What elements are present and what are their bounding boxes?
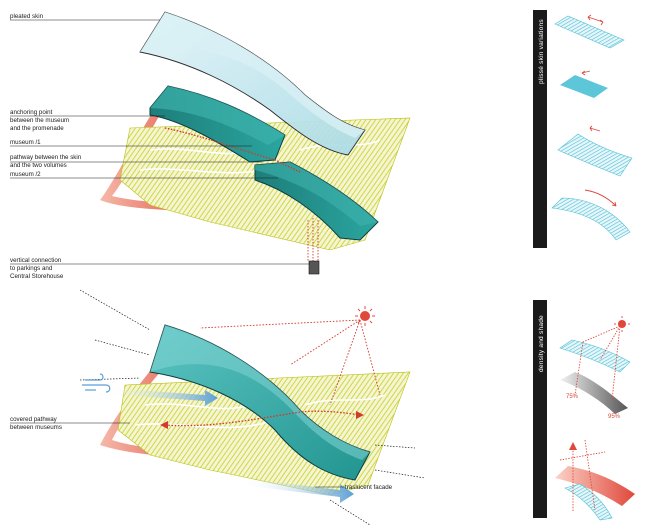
percent-b: 95% <box>608 414 621 420</box>
sun-icon-side <box>614 316 630 332</box>
skin-variation-4 <box>551 197 631 241</box>
wind-lines-bottom <box>79 289 426 526</box>
museum-volume-1-top <box>150 86 285 145</box>
arrow-variation-2 <box>581 70 591 76</box>
arrow-variation-3 <box>589 125 601 132</box>
wind-arrow-1 <box>105 388 218 406</box>
landscape-paths-bottom <box>134 394 386 429</box>
label-anchoring-2: between the museum <box>10 117 69 124</box>
side-title-bottom: density and shade <box>538 315 545 372</box>
shade-band-lower-cyan <box>564 483 613 521</box>
label-translucent: traslucent facade <box>345 484 393 491</box>
museum-volume-2-top <box>255 162 378 226</box>
shade-band-grey <box>560 372 628 414</box>
arrowhead-right <box>356 411 364 419</box>
pleated-skin-top <box>140 12 365 138</box>
arrow-up-side <box>569 442 577 450</box>
arrowhead-left <box>160 421 168 429</box>
percent-a: 75% <box>566 394 579 400</box>
leader-lines-top <box>10 19 310 265</box>
side-panel-skin-variations: plissé skin variations <box>533 10 633 248</box>
side-bar-bottom <box>533 300 547 518</box>
top-diagram: pleated skin anchoring point between the… <box>10 11 411 280</box>
leader-lines-bottom <box>10 422 345 488</box>
label-pathway-1: pathway between the skin <box>10 154 82 161</box>
label-anchoring-3: and the promenade <box>10 125 64 132</box>
shade-band-cyan <box>559 339 631 373</box>
label-museum-1: museum /1 <box>10 139 41 146</box>
label-covered-1: covered pathway <box>10 416 58 423</box>
side-title-top: plissé skin variations <box>538 19 545 84</box>
covered-pathway-arrow <box>164 410 361 427</box>
pathway-dotted-top <box>164 127 301 173</box>
moon-icon <box>615 440 624 450</box>
wind-icon <box>82 373 111 393</box>
sun-icon <box>355 306 375 326</box>
side-bar-top <box>533 10 547 248</box>
label-museum-2: museum /2 <box>10 171 41 178</box>
wind-arrow-2 <box>240 478 354 503</box>
sun-rays-bottom <box>199 319 381 406</box>
label-vertical-2: to parkings and <box>10 265 53 272</box>
vertical-arrows-side <box>559 439 606 512</box>
arrow-variation-1 <box>587 14 604 26</box>
arrow-variation-4 <box>584 189 617 207</box>
bottom-diagram: covered pathway between museums trasluce… <box>10 289 426 526</box>
skin-variation-2 <box>560 75 608 98</box>
label-pathway-2: and the two volumes <box>10 162 67 169</box>
label-vertical-3: Central Storehouse <box>10 273 64 280</box>
vertical-connection <box>307 218 320 275</box>
skin-volume-bottom-top <box>150 325 370 460</box>
red-path-top <box>100 100 215 212</box>
label-anchoring-1: anchoring point <box>10 109 53 116</box>
skin-variation-1 <box>554 15 625 49</box>
label-pleated-skin: pleated skin <box>10 13 44 20</box>
skin-variation-3 <box>557 133 633 177</box>
label-vertical-1: vertical connection <box>10 257 62 264</box>
shade-band-red <box>555 466 635 506</box>
sun-rays-side <box>574 325 621 401</box>
label-covered-2: between museums <box>10 424 62 431</box>
side-panel-density-shade: density and shade 75% 95% <box>533 300 635 521</box>
